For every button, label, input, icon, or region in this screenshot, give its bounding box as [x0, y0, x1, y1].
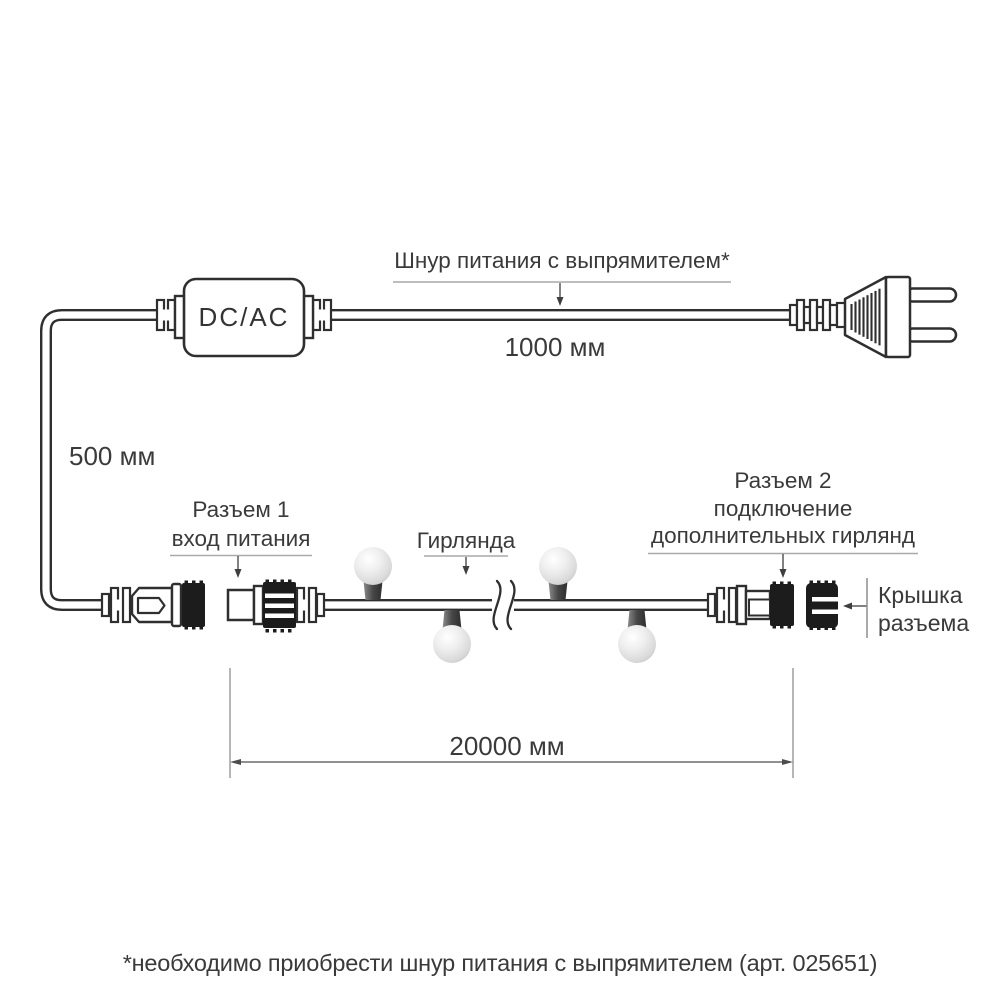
connector-cap	[806, 580, 838, 630]
connector1-label-line2: вход питания	[171, 525, 311, 551]
annotation-arrows	[234, 283, 868, 638]
connector2	[706, 581, 794, 629]
garland-length-label: 20000 мм	[449, 731, 565, 761]
bulb	[618, 610, 656, 663]
power-cord-wire	[40, 309, 792, 611]
cap-label: Крышка разъема	[878, 581, 969, 637]
dcac-label: DC/AC	[198, 302, 290, 332]
connector2-label-line3: дополнительных гирлянд	[650, 523, 916, 548]
bulb	[433, 610, 471, 663]
connector1-female	[226, 579, 326, 633]
bulb	[539, 547, 577, 600]
connector2-label-line2: подключение	[713, 495, 853, 521]
dimension-20000	[229, 668, 794, 778]
dcac-converter	[155, 277, 333, 358]
power-cord-label: Шнур питания с выпрямителем*	[394, 248, 730, 273]
connector1-label: Разъем 1 вход питания	[166, 496, 316, 553]
connector1-male	[100, 580, 205, 630]
cap-label-line1: Крышка	[878, 582, 963, 608]
annotation-underlines	[170, 281, 918, 557]
drop-length-label: 500 мм	[69, 441, 156, 471]
footnote: *необходимо приобрести шнур питания с вы…	[122, 950, 878, 976]
power-cord-length-label: 1000 мм	[504, 332, 606, 362]
cap-label-line2: разъема	[878, 610, 970, 636]
connector2-label: Разъем 2 подключение дополнительных гирл…	[633, 467, 933, 550]
connector1-label-line1: Разъем 1	[192, 497, 290, 522]
connector2-label-line1: Разъем 2	[734, 468, 832, 493]
power-plug	[788, 275, 958, 359]
bulb	[354, 547, 392, 600]
cable-break-icon	[492, 579, 516, 631]
garland-label: Гирлянда	[416, 528, 516, 553]
garland-bulbs	[354, 547, 656, 663]
